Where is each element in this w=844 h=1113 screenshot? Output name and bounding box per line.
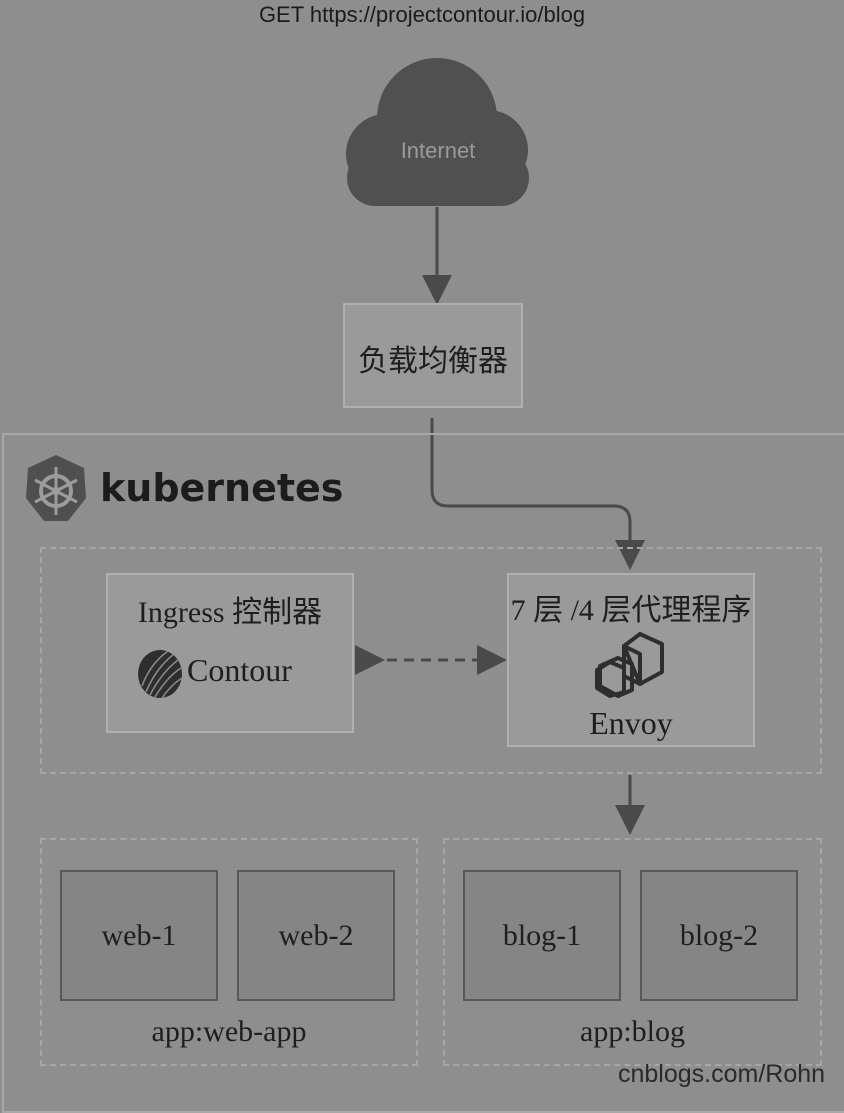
control-plane-group xyxy=(40,547,822,774)
internet-cloud-icon xyxy=(346,58,529,206)
web-app-group xyxy=(40,838,418,1066)
pod-label: web-1 xyxy=(101,918,177,952)
kubernetes-logo-icon xyxy=(26,455,86,521)
pod-blog-2: blog-2 xyxy=(640,870,798,1001)
pod-label: blog-2 xyxy=(679,918,759,952)
envoy-label: Envoy xyxy=(589,705,673,741)
pod-label: blog-1 xyxy=(502,918,582,952)
web-app-group-label: app:web-app xyxy=(151,1015,307,1048)
load-balancer-box xyxy=(343,303,523,408)
internet-label: Internet xyxy=(400,138,476,163)
pod-web-1: web-1 xyxy=(60,870,218,1001)
proxy-title: 7 层 /4 层代理程序 xyxy=(510,594,752,627)
blog-group-label: app:blog xyxy=(580,1015,685,1048)
ingress-controller-title: Ingress 控制器 xyxy=(137,596,323,629)
pod-blog-1: blog-1 xyxy=(463,870,621,1001)
contour-logo-icon xyxy=(138,650,183,699)
arrow-lb-to-proxy xyxy=(430,418,645,570)
watermark: cnblogs.com/Rohn xyxy=(618,1060,826,1088)
kubernetes-title: kubernetes xyxy=(100,466,344,510)
blog-group xyxy=(443,838,822,1066)
envoy-logo-icon xyxy=(595,632,664,698)
pod-label: web-2 xyxy=(278,918,354,952)
ingress-controller-box xyxy=(106,573,354,733)
pod-web-2: web-2 xyxy=(237,870,395,1001)
contour-label: Contour xyxy=(187,652,292,688)
load-balancer-label: 负载均衡器 xyxy=(358,345,508,378)
request-url: GET https://projectcontour.io/blog xyxy=(258,2,586,27)
